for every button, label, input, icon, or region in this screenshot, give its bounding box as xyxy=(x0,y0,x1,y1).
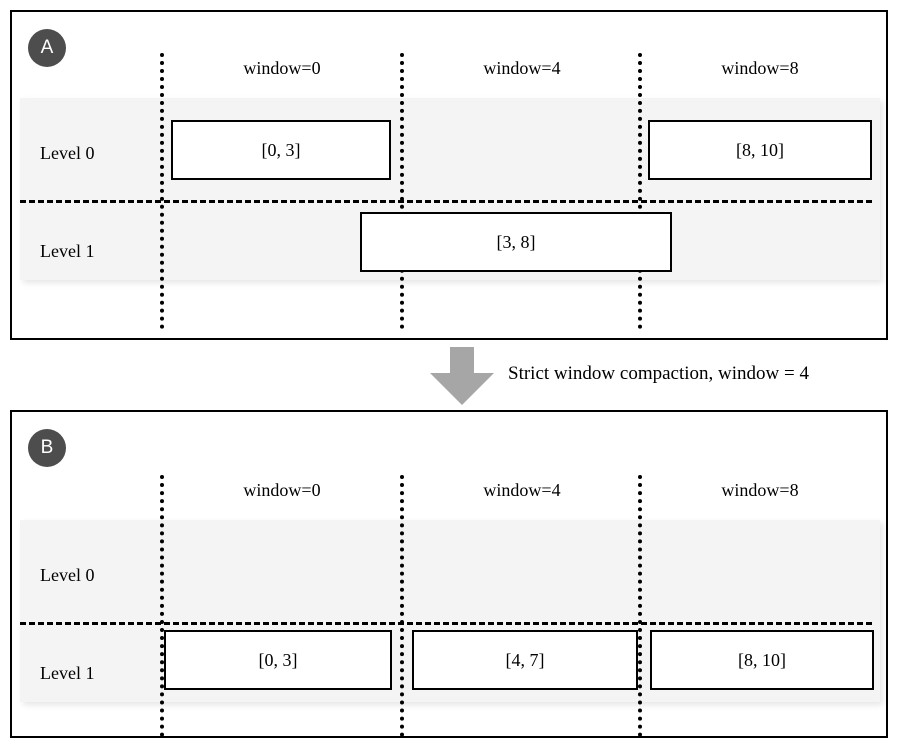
panel-b-segment-2: [8, 10] xyxy=(650,630,874,690)
panel-b-window-header-2: window=8 xyxy=(721,480,799,500)
panel-a-segment-0: [0, 3] xyxy=(171,120,391,180)
panel-a-level-label-1: Level 1 xyxy=(40,241,95,261)
panel-a-level-separator xyxy=(20,200,872,203)
panel-b-level-separator xyxy=(20,622,872,625)
panel-b-segment-1: [4, 7] xyxy=(412,630,638,690)
panel-a-segment-2: [3, 8] xyxy=(360,212,672,272)
panel-a-window-boundary-1 xyxy=(400,53,404,329)
panel-b: B window=0 window=4 window=8 Level 0 Lev… xyxy=(10,410,888,738)
panel-b-window-boundary-1 xyxy=(400,475,404,737)
panel-a-window-boundary-2 xyxy=(638,53,642,329)
down-arrow-icon xyxy=(430,347,494,405)
panel-a-window-header-0: window=0 xyxy=(243,58,321,78)
panel-a: A window=0 window=4 window=8 Level 0 Lev… xyxy=(10,10,888,340)
panel-b-level-label-1: Level 1 xyxy=(40,663,95,683)
panel-a-badge: A xyxy=(28,29,66,67)
panel-b-badge: B xyxy=(28,429,66,467)
panel-b-window-boundary-2 xyxy=(638,475,642,737)
panel-b-window-header-1: window=4 xyxy=(483,480,561,500)
panel-a-segment-1: [8, 10] xyxy=(648,120,872,180)
transition-caption: Strict window compaction, window = 4 xyxy=(508,363,809,384)
panel-a-level-label-0: Level 0 xyxy=(40,143,95,163)
panel-b-window-boundary-0 xyxy=(160,475,164,737)
panel-b-level-label-0: Level 0 xyxy=(40,565,95,585)
panel-b-segment-0: [0, 3] xyxy=(164,630,392,690)
panel-a-window-boundary-0 xyxy=(160,53,164,329)
panel-a-window-header-1: window=4 xyxy=(483,58,561,78)
panel-a-window-header-2: window=8 xyxy=(721,58,799,78)
panel-b-window-header-0: window=0 xyxy=(243,480,321,500)
